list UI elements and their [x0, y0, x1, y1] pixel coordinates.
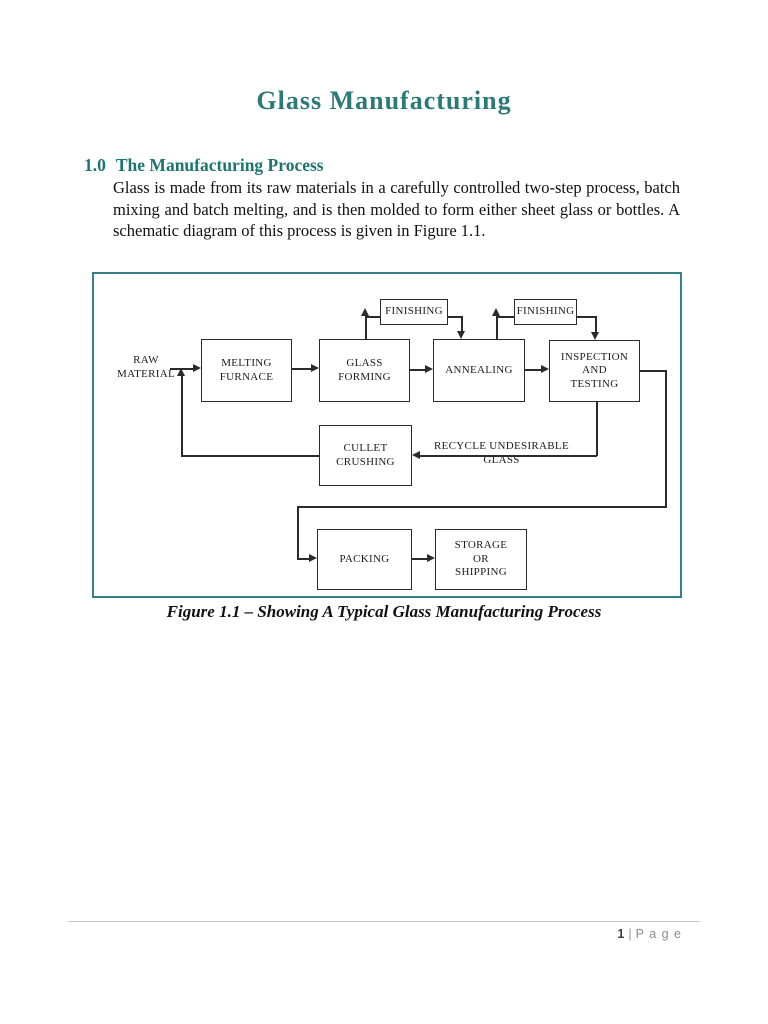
section-heading: 1.0 The Manufacturing Process	[84, 155, 324, 176]
node-finishing-1-label: FINISHING	[385, 305, 443, 318]
arrowhead-into-inspection	[541, 365, 549, 373]
document-title: Glass Manufacturing	[256, 86, 512, 115]
connector-packing-to-storage	[412, 558, 428, 560]
connector-right-down	[665, 370, 667, 507]
node-glass-forming: GLASS FORMING	[319, 339, 410, 402]
footer-separator: |	[628, 927, 632, 941]
section-number: 1.0	[84, 155, 106, 175]
node-storage-shipping-label: STORAGE OR SHIPPING	[454, 539, 508, 579]
node-annealing-label: ANNEALING	[445, 363, 513, 376]
connector-glass-to-annealing	[410, 369, 427, 371]
node-finishing-1: FINISHING	[380, 299, 448, 325]
node-packing-label: PACKING	[339, 552, 390, 565]
connector-return-up	[181, 376, 183, 456]
connector-finishing1-out	[448, 316, 462, 318]
footer-page-word: P a g e	[635, 927, 682, 941]
footer-divider	[68, 921, 700, 922]
connector-finishing2-down	[595, 316, 597, 332]
node-packing: PACKING	[317, 529, 412, 590]
node-annealing: ANNEALING	[433, 339, 525, 402]
connector-inspection-right	[640, 370, 666, 372]
node-inspection-testing-label: INSPECTION AND TESTING	[560, 350, 629, 390]
section-title-text: The Manufacturing Process	[115, 155, 324, 175]
connector-glass-up-to-finishing1	[365, 316, 367, 339]
process-flow-diagram: RAW MATERIAL MELTING FURNACE GLASS FORMI…	[92, 272, 682, 598]
connector-into-finishing2	[496, 316, 514, 318]
node-finishing-2-label: FINISHING	[516, 305, 575, 318]
node-storage-shipping: STORAGE OR SHIPPING	[435, 529, 527, 590]
node-cullet-crushing: CULLET CRUSHING	[319, 425, 412, 486]
node-melting-furnace-label: MELTING FURNACE	[219, 357, 274, 383]
arrowhead-into-melting	[193, 364, 201, 372]
node-cullet-crushing-label: CULLET CRUSHING	[336, 442, 395, 468]
connector-finishing2-out	[577, 316, 595, 318]
intro-paragraph: Glass is made from its raw materials in …	[113, 178, 680, 240]
arrowhead-into-annealing	[425, 365, 433, 373]
connector-across-left	[297, 506, 667, 508]
connector-annealing-up-to-finishing2	[496, 316, 498, 339]
recycle-undesirable-glass-label: RECYCLE UNDESIRABLE GLASS	[434, 440, 569, 466]
connector-down-to-packing-row	[297, 506, 299, 559]
page-number: 1	[617, 927, 625, 941]
arrowhead-up-finishing1	[361, 308, 369, 316]
arrowhead-into-cullet	[412, 451, 420, 459]
arrowhead-into-storage	[427, 554, 435, 562]
connector-inspection-down-recycle	[596, 402, 598, 456]
connector-melting-to-glass	[292, 368, 314, 370]
arrowhead-into-glass-forming	[311, 364, 319, 372]
connector-annealing-to-inspection	[525, 369, 543, 371]
arrowhead-into-packing	[309, 554, 317, 562]
connector-into-packing	[297, 558, 310, 560]
connector-cullet-return	[181, 455, 319, 457]
node-glass-forming-label: GLASS FORMING	[338, 357, 391, 383]
connector-finishing1-down	[461, 316, 463, 332]
figure-caption: Figure 1.1 – Showing A Typical Glass Man…	[166, 602, 602, 621]
node-finishing-2: FINISHING	[514, 299, 577, 325]
arrowhead-down-into-annealing	[457, 331, 465, 339]
connector-recycle-line	[420, 455, 597, 457]
node-raw-material: RAW MATERIAL	[108, 354, 184, 381]
page-footer: 1|P a g e	[617, 927, 682, 941]
node-melting-furnace: MELTING FURNACE	[201, 339, 292, 402]
arrowhead-up-finishing2	[492, 308, 500, 316]
node-raw-material-label: RAW MATERIAL	[116, 354, 175, 380]
node-inspection-testing: INSPECTION AND TESTING	[549, 340, 640, 402]
arrowhead-up-into-feed	[177, 368, 185, 376]
arrowhead-down-into-inspection	[591, 332, 599, 340]
connector-into-finishing1	[365, 316, 380, 318]
